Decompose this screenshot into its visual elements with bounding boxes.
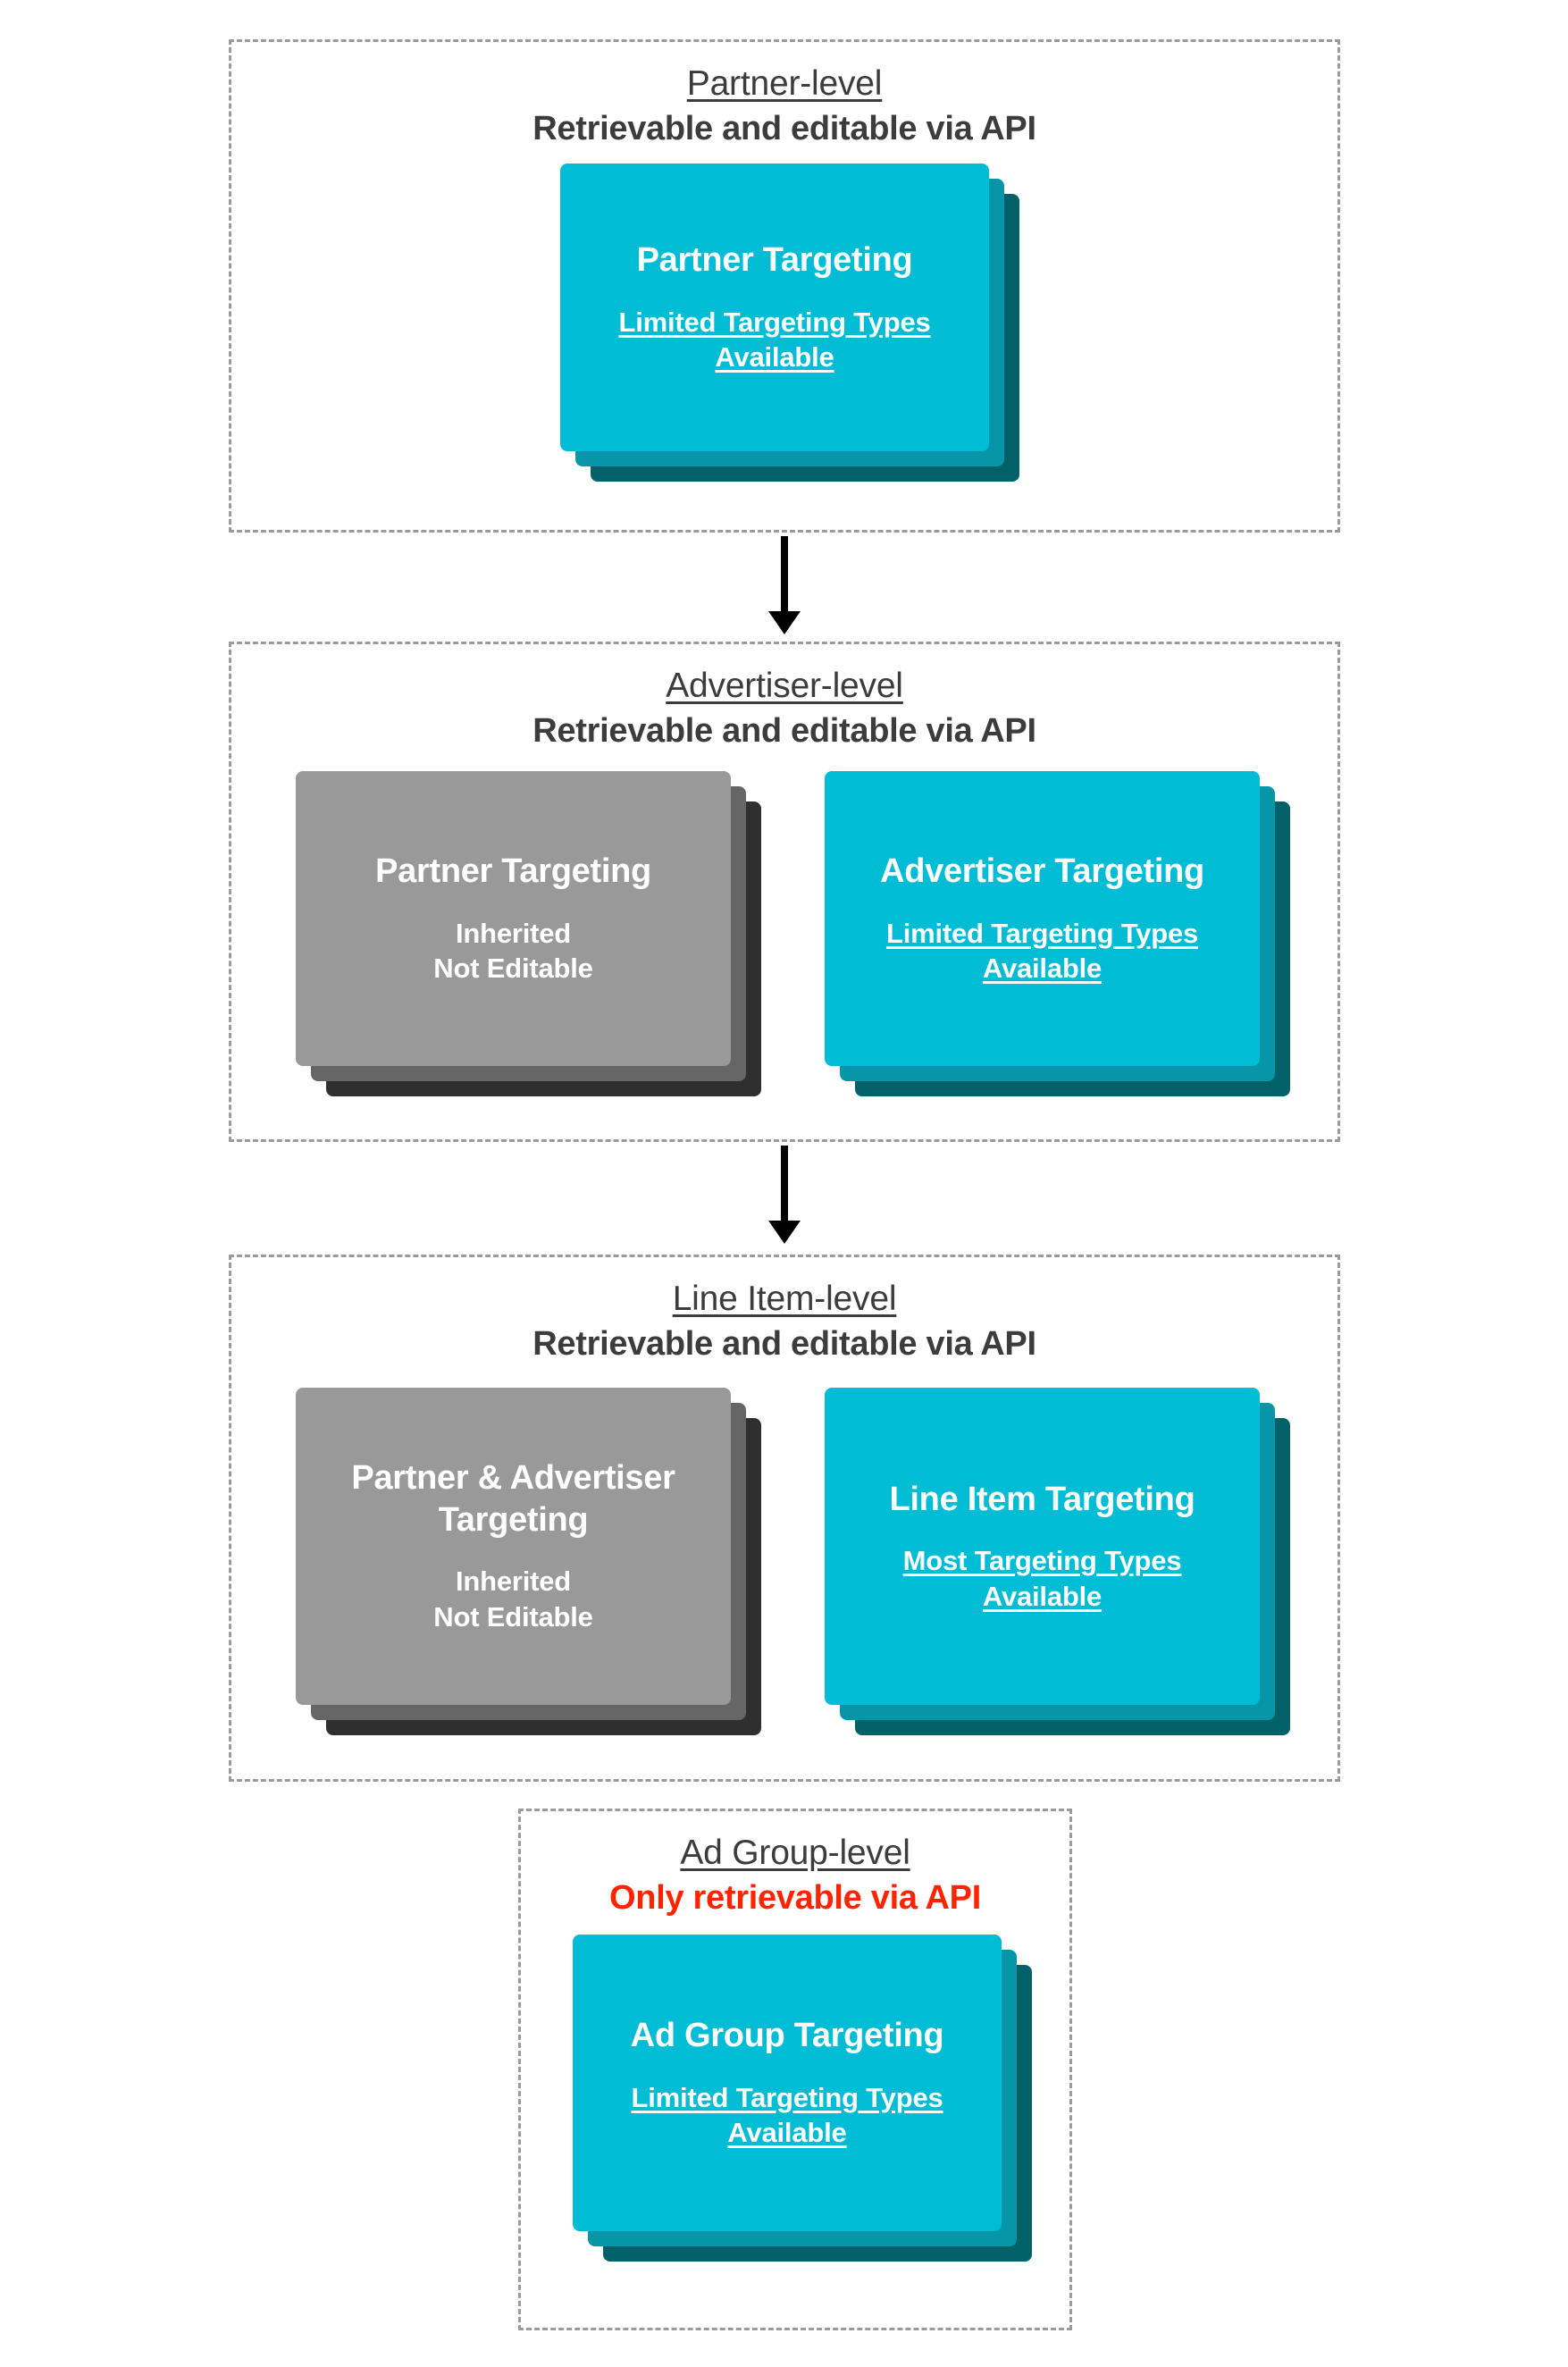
panel-ad-group-level-header: Ad Group-level Only retrievable via API — [521, 1811, 1069, 1919]
card-body-partner-advertiser-targeting-inherited: Partner & Advertiser Targeting Inherited… — [296, 1388, 731, 1705]
connector-shaft — [781, 536, 788, 613]
card-layer-front: Advertiser Targeting Limited Targeting T… — [825, 771, 1260, 1066]
panel-ad-group-level-title: Ad Group-level — [680, 1834, 910, 1872]
card-note-advertiser-targeting[interactable]: Limited Targeting Types Available — [885, 917, 1199, 985]
panel-advertiser-level-subtitle: Retrievable and editable via API — [532, 711, 1036, 750]
card-body-line-item-targeting: Line Item Targeting Most Targeting Types… — [825, 1388, 1260, 1705]
connector-arrowhead — [768, 611, 801, 634]
card-title-partner-advertiser-targeting-inherited: Partner & Advertiser Targeting — [351, 1459, 675, 1539]
card-note-partner-advertiser-targeting-inherited: Inherited Not Editable — [433, 1564, 593, 1634]
card-body-partner-targeting: Partner Targeting Limited Targeting Type… — [560, 164, 989, 451]
card-layer-front: Partner & Advertiser Targeting Inherited… — [296, 1388, 731, 1705]
panel-line-item-level-title: Line Item-level — [672, 1280, 897, 1318]
card-stack-partner-advertiser-targeting-inherited[interactable]: Partner & Advertiser Targeting Inherited… — [296, 1388, 761, 1736]
panel-partner-level-header: Partner-level Retrievable and editable v… — [231, 42, 1337, 150]
panel-line-item-level: Line Item-level Retrievable and editable… — [229, 1255, 1340, 1782]
panel-advertiser-level: Advertiser-level Retrievable and editabl… — [229, 642, 1340, 1142]
connector-arrowhead — [768, 1221, 801, 1244]
card-note-partner-targeting[interactable]: Limited Targeting Types Available — [618, 306, 931, 374]
panel-line-item-level-subtitle: Retrievable and editable via API — [532, 1324, 1036, 1363]
card-title-ad-group-targeting: Ad Group Targeting — [630, 2017, 944, 2055]
card-layer-front: Partner Targeting Limited Targeting Type… — [560, 164, 989, 451]
card-stack-partner-targeting[interactable]: Partner Targeting Limited Targeting Type… — [560, 164, 1025, 482]
card-layer-front: Ad Group Targeting Limited Targeting Typ… — [573, 1935, 1002, 2231]
card-stack-line-item-targeting[interactable]: Line Item Targeting Most Targeting Types… — [825, 1388, 1290, 1736]
panel-partner-level-title: Partner-level — [686, 64, 883, 103]
panel-partner-level-subtitle: Retrievable and editable via API — [532, 109, 1036, 147]
card-title-partner-targeting: Partner Targeting — [636, 241, 913, 280]
panel-ad-group-level-subtitle: Only retrievable via API — [609, 1878, 981, 1917]
card-body-partner-targeting-inherited: Partner Targeting Inherited Not Editable — [296, 771, 731, 1066]
panel-advertiser-level-title: Advertiser-level — [666, 667, 903, 705]
card-title-advertiser-targeting: Advertiser Targeting — [880, 852, 1204, 891]
panel-partner-level: Partner-level Retrievable and editable v… — [229, 39, 1340, 533]
card-stack-advertiser-targeting[interactable]: Advertiser Targeting Limited Targeting T… — [825, 771, 1290, 1096]
card-stack-ad-group-targeting[interactable]: Ad Group Targeting Limited Targeting Typ… — [573, 1935, 1037, 2262]
panel-advertiser-level-header: Advertiser-level Retrievable and editabl… — [231, 644, 1337, 752]
card-note-line-2: Not Editable — [433, 1600, 593, 1633]
card-body-advertiser-targeting: Advertiser Targeting Limited Targeting T… — [825, 771, 1260, 1066]
card-title-partner-targeting-inherited: Partner Targeting — [375, 852, 651, 891]
panel-ad-group-level: Ad Group-level Only retrievable via API … — [518, 1809, 1072, 2330]
card-note-ad-group-targeting[interactable]: Limited Targeting Types Available — [631, 2081, 943, 2149]
card-note-line-item-targeting[interactable]: Most Targeting Types Available — [902, 1545, 1182, 1612]
panel-line-item-level-header: Line Item-level Retrievable and editable… — [231, 1257, 1337, 1365]
connector-shaft — [781, 1146, 788, 1222]
card-title-line-item-targeting: Line Item Targeting — [889, 1480, 1195, 1518]
card-layer-front: Line Item Targeting Most Targeting Types… — [825, 1388, 1260, 1705]
card-note-line-1: Inherited — [455, 1565, 572, 1598]
card-note-line-2: Not Editable — [433, 953, 593, 985]
card-note-line-1: Inherited — [455, 917, 572, 949]
card-layer-front: Partner Targeting Inherited Not Editable — [296, 771, 731, 1066]
card-note-partner-targeting-inherited: Inherited Not Editable — [433, 916, 593, 986]
card-stack-partner-targeting-inherited[interactable]: Partner Targeting Inherited Not Editable — [296, 771, 761, 1096]
card-body-ad-group-targeting: Ad Group Targeting Limited Targeting Typ… — [573, 1935, 1002, 2231]
